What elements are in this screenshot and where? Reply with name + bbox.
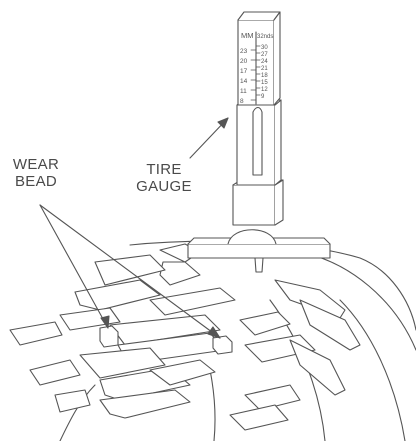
tread-block — [159, 261, 201, 286]
wear-bead-label-line2: BEAD — [14, 173, 58, 190]
tread-block — [244, 334, 316, 363]
wear-bead-label-line1: WEAR — [12, 156, 60, 173]
tire-gauge-label-line2: GAUGE — [136, 178, 192, 195]
gauge-scale-stem — [237, 11, 281, 106]
wear-bead-leader-right — [39, 204, 221, 339]
gauge-in-header: 32nds — [257, 34, 273, 40]
tread-block — [29, 359, 81, 386]
gauge-in-tick-label: 9 — [261, 94, 265, 100]
gauge-scale-ticks — [250, 45, 261, 101]
gauge-in-tick-label: 15 — [261, 80, 268, 86]
gauge-mm-tick-label: 17 — [240, 68, 248, 75]
wear-bead-marker — [212, 335, 233, 355]
gauge-probe — [254, 257, 264, 273]
tread-block — [74, 279, 161, 311]
tread-block — [244, 384, 301, 411]
gauge-mm-tick-label: 20 — [240, 58, 248, 65]
gauge-in-tick-label: 27 — [261, 52, 268, 58]
wear-bead-label: WEAR BEAD — [8, 156, 64, 190]
wear-bead-markers — [99, 325, 233, 355]
tread-block — [79, 347, 166, 379]
gauge-in-tick-label: 12 — [261, 87, 268, 93]
tire-gauge-arrowhead — [217, 117, 229, 129]
leader-lines — [39, 117, 229, 339]
gauge-mm-tick-label: 14 — [240, 78, 248, 85]
wear-bead-arrowhead-right — [207, 326, 221, 339]
gauge-mm-tick-label: 11 — [240, 88, 247, 95]
gauge-base — [187, 229, 331, 273]
tread-block — [94, 254, 166, 286]
tire-gauge-label-line1: TIRE — [146, 161, 182, 178]
tire-gauge-label: TIRE GAUGE — [132, 161, 196, 195]
gauge-barrel — [236, 99, 282, 186]
wear-bead-marker — [99, 325, 119, 348]
tread-block — [99, 389, 191, 419]
tread-block — [59, 307, 121, 331]
gauge-in-tick-label: 30 — [261, 45, 268, 51]
tread-block — [149, 287, 236, 316]
tread-block — [109, 314, 221, 346]
gauge-mm-tick-label: 23 — [240, 48, 248, 55]
gauge-mm-tick-label: 8 — [240, 98, 244, 105]
gauge-in-tick-label: 24 — [261, 59, 268, 65]
tread-block — [149, 359, 216, 386]
tread-block — [9, 321, 63, 346]
tread-block — [54, 389, 91, 413]
tread-block — [239, 311, 291, 336]
tread-block — [274, 279, 346, 319]
tread-blocks — [9, 243, 361, 431]
wear-bead-leader-left — [39, 204, 109, 329]
gauge-collar — [232, 179, 284, 226]
gauge-in-tick-label: 18 — [261, 73, 268, 79]
gauge-in-tick-label: 21 — [261, 66, 268, 72]
gauge-mm-header: MM — [241, 31, 254, 40]
tread-block — [299, 299, 361, 351]
wear-bead-arrowhead-left — [100, 315, 110, 329]
tread-block — [289, 339, 346, 396]
tread-block — [229, 404, 289, 431]
